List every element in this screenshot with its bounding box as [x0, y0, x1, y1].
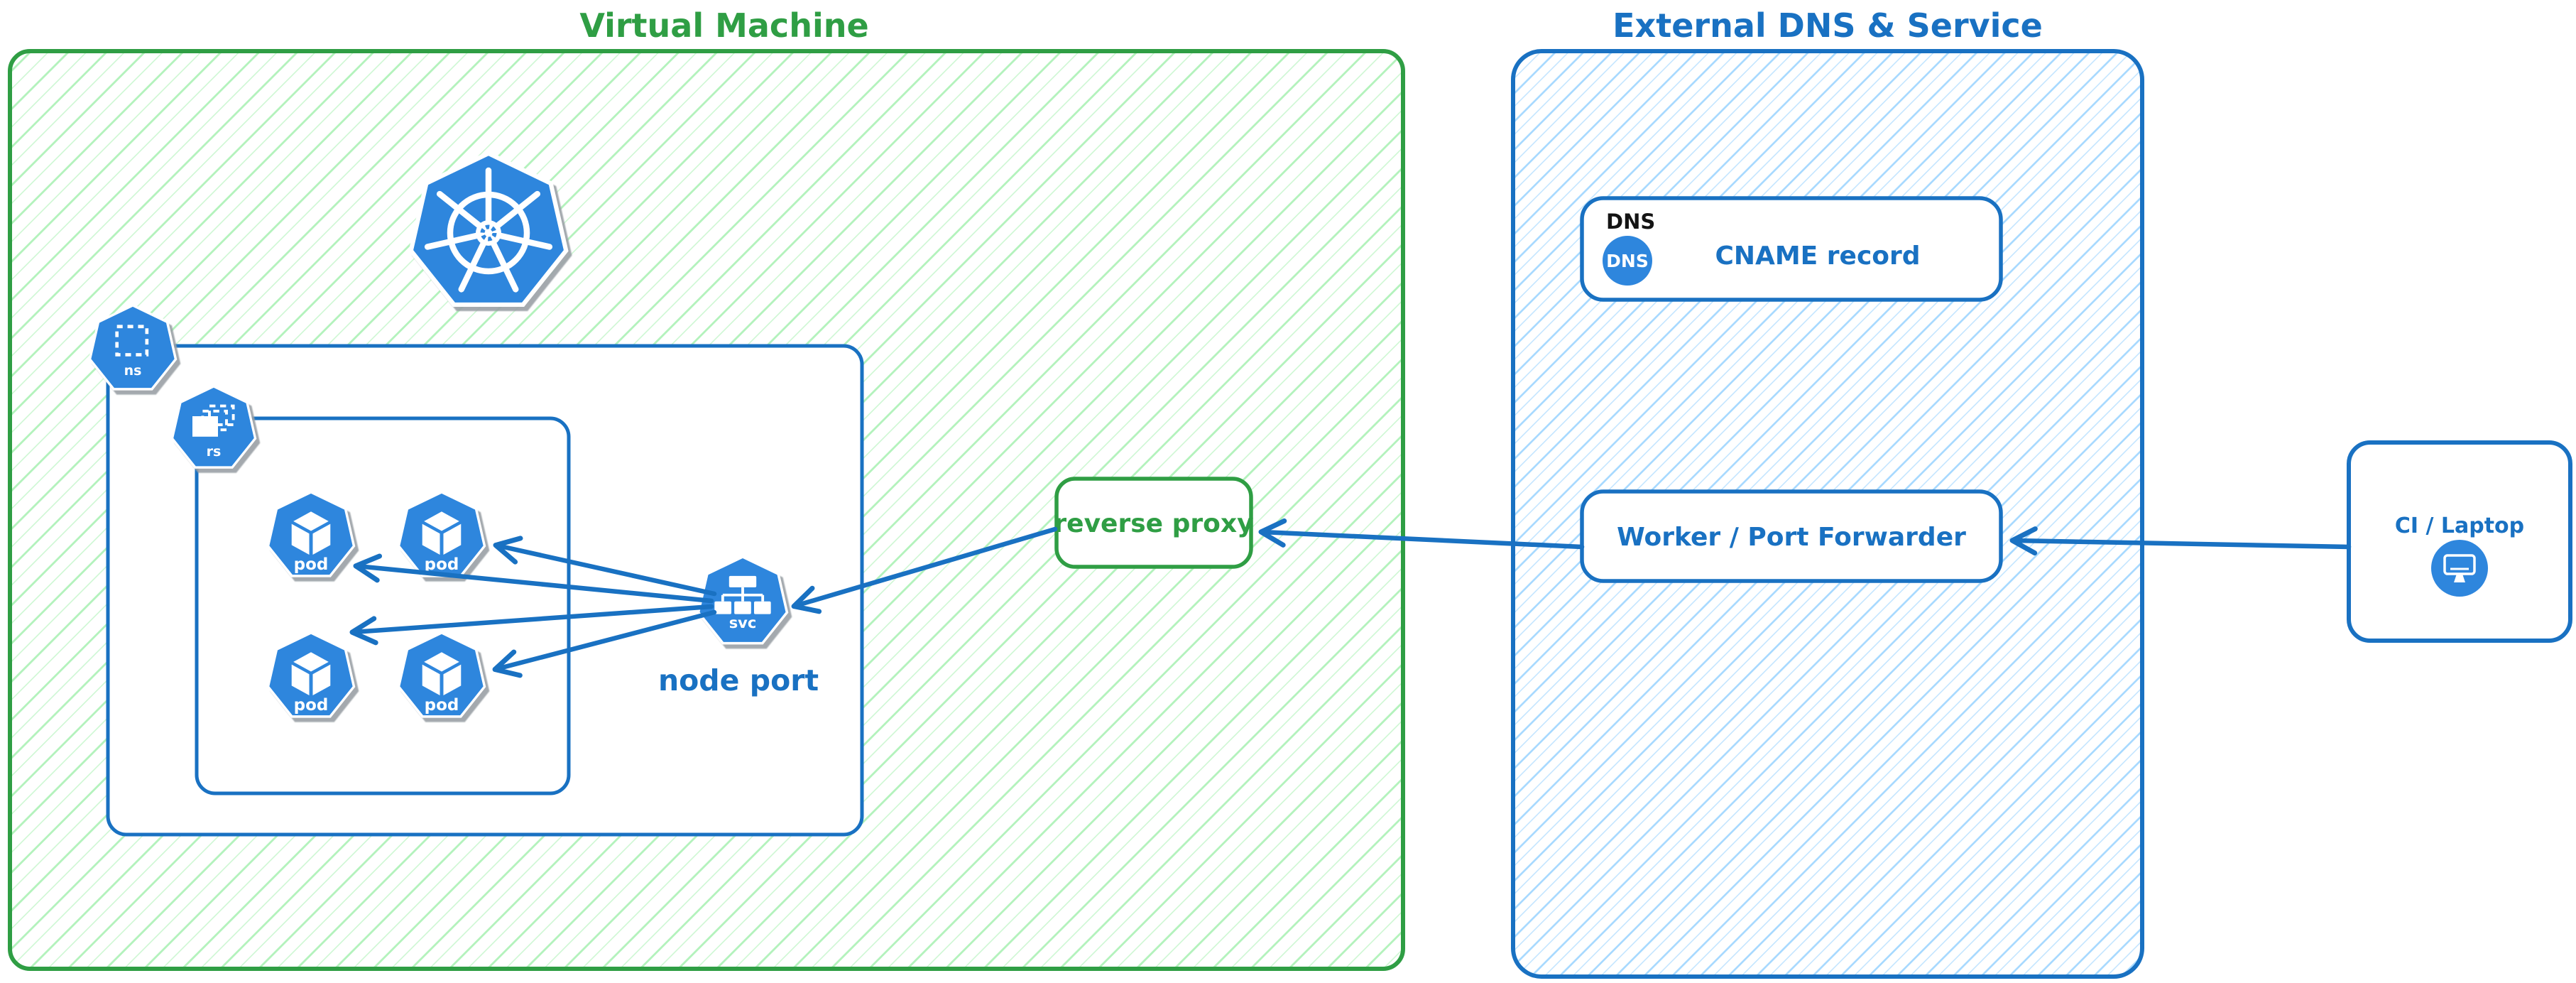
- pod-icon-label: pod: [425, 696, 459, 715]
- pod-icon-3: pod: [268, 633, 354, 717]
- pod-icon-label: pod: [425, 555, 459, 574]
- dns-header-label: DNS: [1606, 210, 1655, 234]
- arrow-svc-to-pod-4: [492, 609, 717, 678]
- arrow-ci-to-worker: [2009, 526, 2352, 556]
- worker-label: Worker / Port Forwarder: [1617, 523, 1966, 552]
- kubernetes-logo: [411, 153, 566, 305]
- arrow-svc-to-pod-2: [493, 536, 717, 597]
- ci-laptop-label: CI / Laptop: [2395, 514, 2524, 538]
- node-port-label: node port: [658, 663, 819, 697]
- monitor-icon: [2431, 540, 2488, 597]
- arrow-worker-to-reverse-proxy: [1258, 518, 1585, 550]
- reverse-proxy-box: [1054, 477, 1253, 569]
- pod-icon-2: pod: [399, 492, 485, 576]
- dns-record-box: [1580, 196, 2003, 302]
- namespace-icon-label: ns: [124, 363, 142, 379]
- arrow-svc-to-pod-3: [349, 604, 714, 646]
- service-icon-label: svc: [729, 614, 757, 631]
- reverse-proxy-label: reverse proxy: [1054, 509, 1253, 538]
- pod-icon-4: pod: [399, 633, 485, 717]
- pod-icon-1: pod: [268, 492, 354, 576]
- dns-badge-icon: DNS: [1603, 236, 1652, 286]
- replicaset-icon-label: rs: [207, 444, 222, 460]
- replicaset-box: [195, 416, 571, 795]
- vm-region-title: Virtual Machine: [579, 6, 868, 45]
- arrow-reverse-proxy-to-svc: [791, 526, 1058, 614]
- dns-badge-label: DNS: [1606, 251, 1649, 271]
- arrows: [349, 518, 2352, 678]
- external-region-title: External DNS & Service: [1612, 6, 2043, 45]
- worker-box: [1580, 489, 2003, 583]
- namespace-icon: ns: [90, 305, 176, 389]
- replicaset-icon: rs: [173, 386, 256, 467]
- pod-icon-label: pod: [294, 555, 329, 574]
- cname-record-label: CNAME record: [1715, 241, 1920, 271]
- pod-icon-label: pod: [294, 696, 329, 715]
- arrow-svc-to-pod-1: [353, 553, 714, 604]
- service-icon: svc: [699, 557, 787, 643]
